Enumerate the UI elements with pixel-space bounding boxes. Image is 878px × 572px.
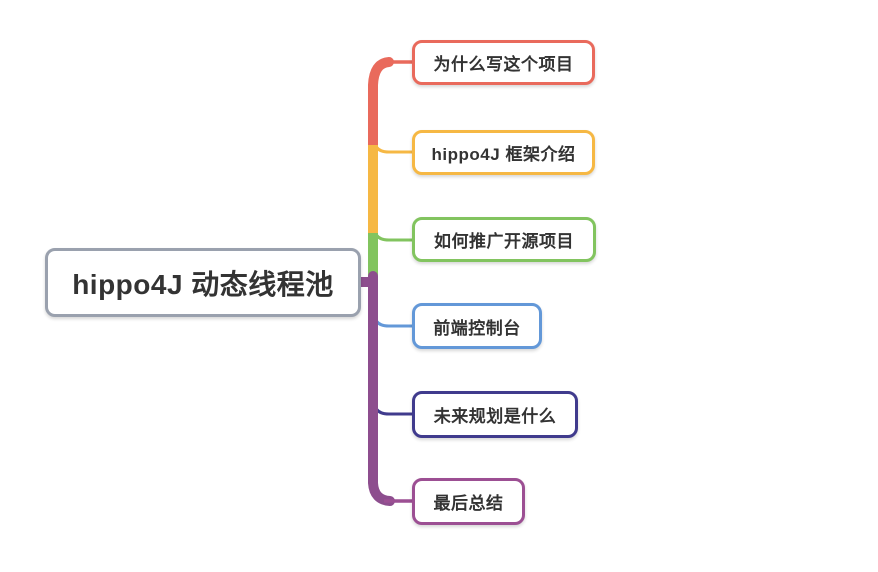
branch-line-4: [373, 314, 413, 328]
branch-node-2-label: hippo4J 框架介绍: [431, 145, 576, 164]
branch-node-5[interactable]: 未来规划是什么: [412, 391, 578, 438]
root-node[interactable]: hippo4J 动态线程池: [45, 248, 361, 317]
branch-line-3: [373, 228, 413, 242]
branch-node-4-label: 前端控制台: [433, 318, 521, 338]
branch-node-1-label: 为什么写这个项目: [433, 55, 574, 74]
branch-line-5: [373, 402, 413, 416]
branch-node-2[interactable]: hippo4J 框架介绍: [412, 130, 595, 175]
trunk-segment-purple: [368, 271, 395, 506]
branch-node-6[interactable]: 最后总结: [412, 478, 525, 525]
branch-node-3-label: 如何推广开源项目: [434, 232, 574, 251]
root-node-label: hippo4J 动态线程池: [72, 268, 334, 300]
branch-line-2: [373, 140, 413, 154]
branch-node-4[interactable]: 前端控制台: [412, 303, 542, 349]
branch-node-3[interactable]: 如何推广开源项目: [412, 217, 596, 262]
trunk-segment-red: [368, 57, 394, 155]
branch-node-6-label: 最后总结: [433, 494, 504, 513]
branch-node-1[interactable]: 为什么写这个项目: [412, 40, 595, 85]
branch-node-5-label: 未来规划是什么: [433, 407, 557, 426]
